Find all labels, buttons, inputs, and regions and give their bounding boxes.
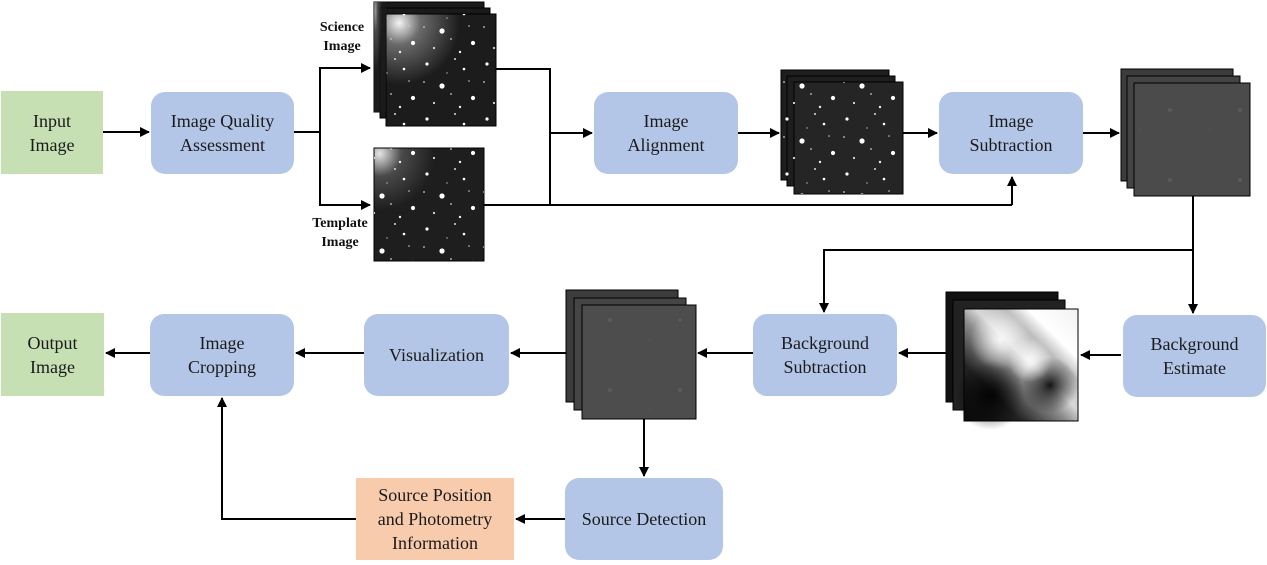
- input-image-node: Input Image: [1, 91, 103, 174]
- visualization-node: Visualization: [364, 314, 509, 396]
- image-quality-assessment-node: Image Quality Assessment: [151, 92, 294, 174]
- background-subtraction-node: Background Subtraction: [753, 314, 897, 396]
- background-subtracted-stack: [565, 289, 697, 420]
- background-map-stack: [945, 291, 1079, 430]
- aligned-image-stack: [780, 69, 904, 195]
- arrow-info-to-cropping: [217, 397, 356, 520]
- background-estimate-node: Background Estimate: [1123, 315, 1266, 397]
- science-image-stack: [373, 1, 497, 127]
- template-image-caption: Template Image: [312, 216, 368, 250]
- source-detection-node: Source Detection: [565, 478, 723, 560]
- template-image-thumbnail: [373, 147, 485, 262]
- arrow-to-science-image: [319, 63, 371, 132]
- output-image-node: Output Image: [1, 313, 104, 396]
- arrow-to-background-subtraction: [819, 249, 1193, 313]
- image-subtraction-node: Image Subtraction: [939, 92, 1083, 174]
- science-image-caption: Science Image: [319, 20, 365, 54]
- difference-image-stack: [1120, 68, 1251, 197]
- image-cropping-node: Image Cropping: [150, 314, 294, 396]
- image-alignment-node: Image Alignment: [594, 92, 738, 174]
- arrow-to-template-image: [319, 132, 371, 210]
- source-info-node: Source Position and Photometry Informati…: [356, 478, 514, 560]
- connector-science-out: [496, 68, 551, 205]
